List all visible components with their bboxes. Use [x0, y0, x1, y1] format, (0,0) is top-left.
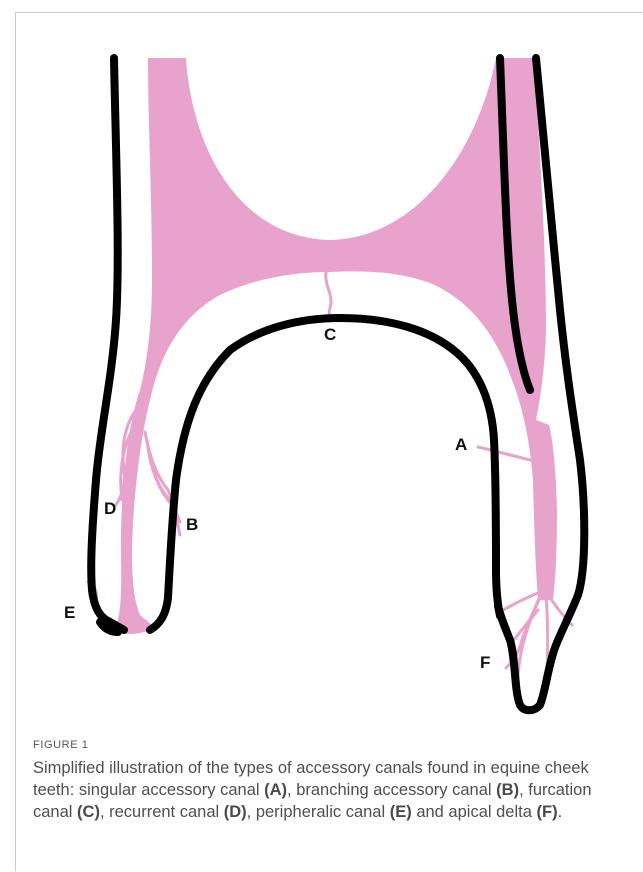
caption-text: , branching accessory canal — [287, 781, 496, 799]
caption-ref: (F) — [537, 803, 558, 821]
label-c: C — [324, 325, 336, 344]
label-a: A — [455, 435, 467, 454]
left-outer-wall — [91, 58, 124, 630]
pulp-chamber — [114, 58, 557, 634]
caption-ref: (A) — [264, 781, 287, 799]
pulp-cavity — [114, 58, 557, 634]
tooth-diagram: A B C D E F — [0, 0, 643, 735]
caption-ref: (C) — [77, 803, 100, 821]
caption-text: , recurrent canal — [100, 803, 224, 821]
caption-ref: (E) — [390, 803, 412, 821]
caption-ref: (B) — [496, 781, 519, 799]
label-d: D — [104, 499, 116, 518]
caption-text: . — [558, 803, 563, 821]
caption-ref: (D) — [224, 803, 247, 821]
canal-f-4 — [546, 597, 548, 668]
label-b: B — [186, 515, 198, 534]
figure-label: FIGURE 1 — [33, 739, 89, 751]
caption-text: and apical delta — [412, 803, 537, 821]
label-e: E — [64, 603, 75, 622]
figure-caption: Simplified illustration of the types of … — [33, 757, 623, 823]
label-f: F — [480, 653, 490, 672]
canal-c — [326, 272, 332, 320]
caption-text: , peripheralic canal — [247, 803, 390, 821]
inner-arch — [150, 318, 500, 630]
